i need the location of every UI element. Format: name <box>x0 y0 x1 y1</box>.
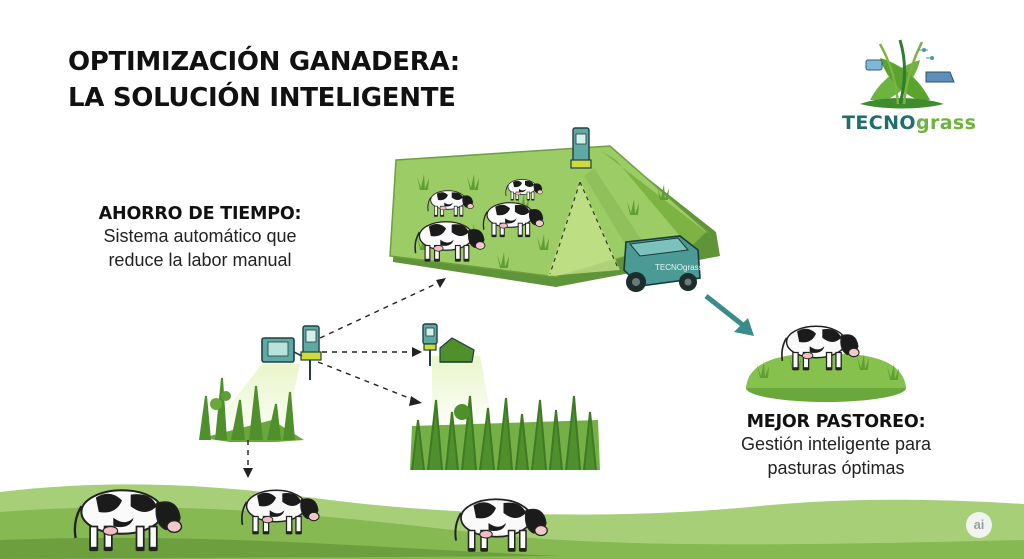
feature-desc-line-2: reduce la labor manual <box>108 250 292 270</box>
feature-desc-line-2: pasturas óptimas <box>767 458 905 478</box>
tall-grass-patch <box>410 395 600 471</box>
feature-desc-line-1: Sistema automático que <box>103 226 297 246</box>
dashed-arrows <box>247 281 441 470</box>
brand-logo-text: TECNOgrass <box>842 112 976 134</box>
feature-desc-line-1: Gestión inteligente para <box>740 434 932 454</box>
vehicle-label: TECNOgrass <box>655 263 703 272</box>
ai-badge: ai <box>966 512 992 538</box>
arrow-heads <box>243 278 446 478</box>
tecnograss-vehicle: TECNOgrass <box>584 168 703 292</box>
logo-text-part1: TECNO <box>842 112 916 134</box>
feature-heading: AHORRO DE TIEMPO: <box>98 204 302 224</box>
page-title: OPTIMIZACIÓN GANADERA: LA SOLUCIÓN INTEL… <box>68 44 460 116</box>
logo-text-part2: grass <box>915 112 977 134</box>
feature-heading: MEJOR PASTOREO: <box>746 412 926 432</box>
feature-time-saving: AHORRO DE TIEMPO: Sistema automático que… <box>86 204 314 272</box>
page-title-line-2: LA SOLUCIÓN INTELIGENTE <box>68 83 456 113</box>
teal-arrow <box>704 294 754 336</box>
tecnograss-logo-emblem <box>860 39 955 109</box>
feature-better-grazing: MEJOR PASTOREO: Gestión inteligente para… <box>722 412 950 480</box>
sensor-station-left <box>199 325 322 442</box>
sensor-station-middle <box>422 323 490 424</box>
page-title-line-1: OPTIMIZACIÓN GANADERA: <box>68 47 460 77</box>
pasture-sensor <box>570 127 592 169</box>
grazing-island <box>746 325 906 402</box>
